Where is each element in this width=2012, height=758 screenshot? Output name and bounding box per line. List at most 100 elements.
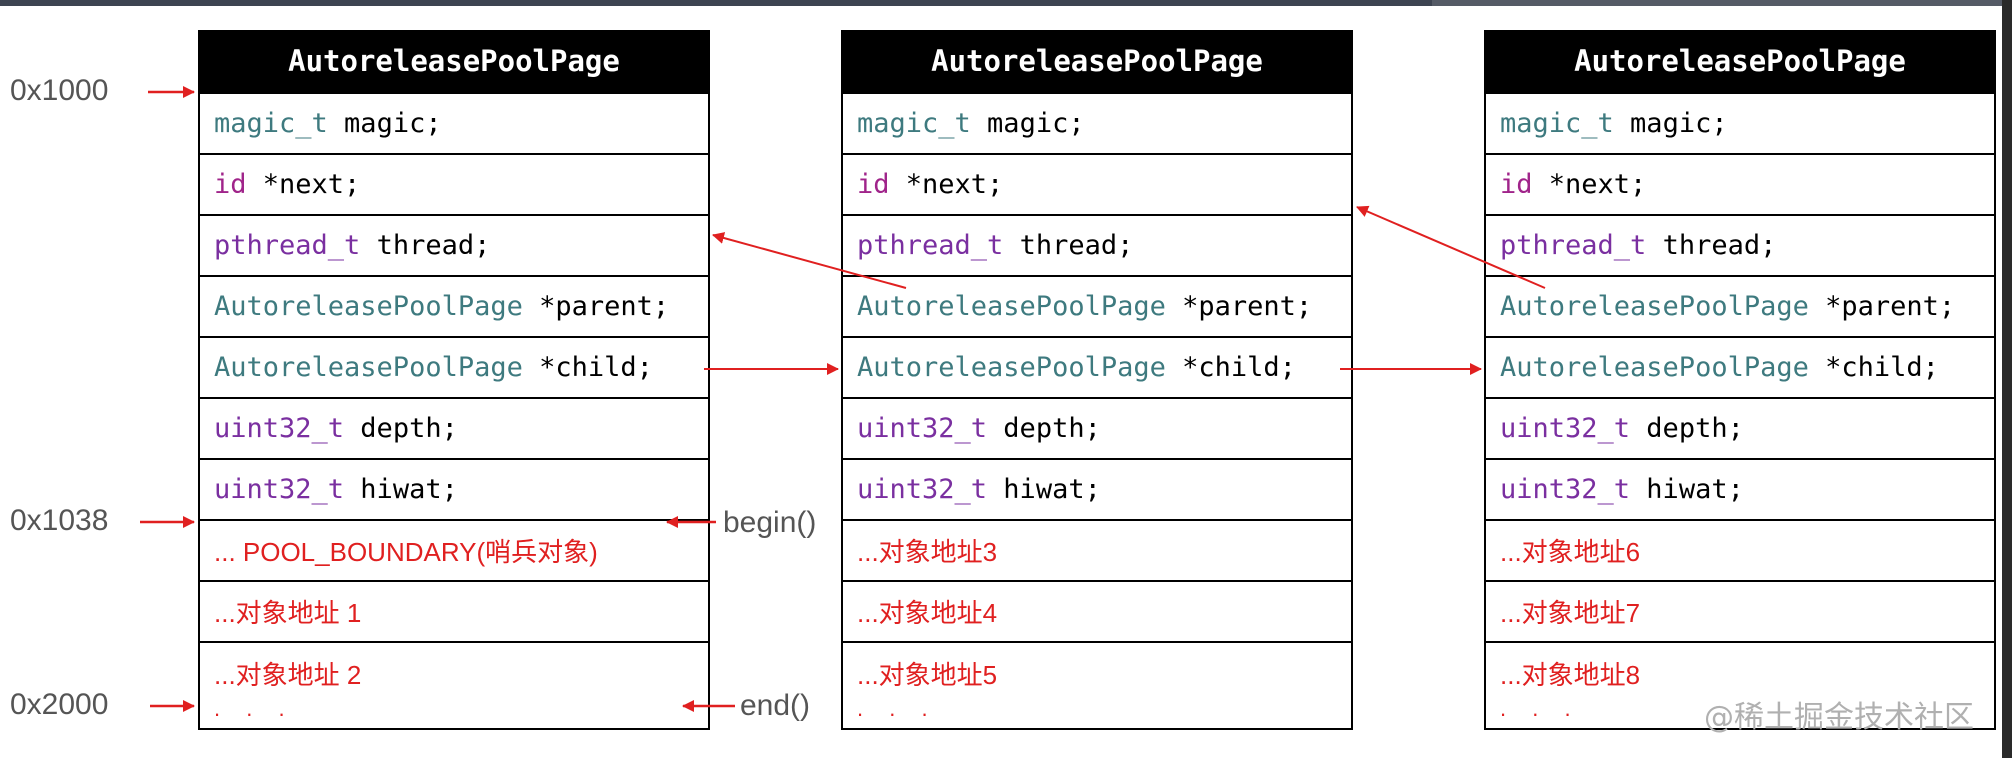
object-slot-2: ...对象地址7 <box>1486 580 1994 641</box>
object-slot-1: ...对象地址6 <box>1486 519 1994 580</box>
field-next: id *next; <box>1486 153 1994 214</box>
object-label: ...对象地址6 <box>1500 537 1641 567</box>
field-type: uint32_t <box>1500 474 1631 505</box>
field-depth: uint32_t depth; <box>200 397 708 458</box>
field-type: pthread_t <box>857 230 1004 261</box>
field-type: id <box>857 169 890 200</box>
end-pointer-label: end() <box>740 689 811 722</box>
parent-arrow-page2-to-page1 <box>712 232 907 289</box>
field-name: *parent; <box>522 291 670 322</box>
field-type: id <box>214 169 247 200</box>
field-name: *child; <box>1165 352 1296 383</box>
object-slot-1: ... POOL_BOUNDARY(哨兵对象) <box>200 519 708 580</box>
field-name: *next; <box>889 169 1004 200</box>
page-title: AutoreleasePoolPage <box>200 30 708 92</box>
object-slot-1: ...对象地址3 <box>843 519 1351 580</box>
field-name: depth; <box>987 413 1101 444</box>
field-type: uint32_t <box>857 413 988 444</box>
field-depth: uint32_t depth; <box>1486 397 1994 458</box>
field-type: uint32_t <box>857 474 988 505</box>
parent-arrow-page3-to-page2 <box>1356 205 1546 289</box>
object-label: ...对象地址4 <box>857 598 998 628</box>
object-slot-3: ...对象地址 2 . . . <box>200 641 708 728</box>
field-parent: AutoreleasePoolPage *parent; <box>200 275 708 336</box>
field-name: hiwat; <box>1630 474 1744 505</box>
field-type: uint32_t <box>214 413 345 444</box>
field-name: hiwat; <box>344 474 458 505</box>
watermark: @稀土掘金技术社区 <box>1704 700 1974 735</box>
field-magic: magic_t magic; <box>1486 92 1994 153</box>
field-type: magic_t <box>1500 108 1614 139</box>
ellipsis: . . . <box>214 696 295 721</box>
field-thread: pthread_t thread; <box>843 214 1351 275</box>
object-label: ...对象地址3 <box>857 537 998 567</box>
field-name: depth; <box>1630 413 1744 444</box>
field-name: magic; <box>970 108 1085 139</box>
object-slot-3: ...对象地址8 . . . <box>1486 641 1994 728</box>
field-name: magic; <box>327 108 442 139</box>
field-depth: uint32_t depth; <box>843 397 1351 458</box>
field-name: *parent; <box>1808 291 1956 322</box>
field-type: magic_t <box>214 108 328 139</box>
begin-pointer-label: begin() <box>723 506 817 539</box>
object-label: ...对象地址 1 <box>214 598 362 628</box>
field-magic: magic_t magic; <box>843 92 1351 153</box>
field-hiwat: uint32_t hiwat; <box>1486 458 1994 519</box>
field-name: *next; <box>246 169 361 200</box>
address-begin-label: 0x1038 <box>10 504 109 537</box>
autorelease-pool-page-1: AutoreleasePoolPage magic_t magic; id *n… <box>198 30 710 730</box>
field-child: AutoreleasePoolPage *child; <box>200 336 708 397</box>
field-type: AutoreleasePoolPage <box>857 352 1166 383</box>
field-hiwat: uint32_t hiwat; <box>200 458 708 519</box>
object-label: ...对象地址7 <box>1500 598 1641 628</box>
field-child: AutoreleasePoolPage *child; <box>843 336 1351 397</box>
ellipsis: . . . <box>857 696 938 721</box>
field-parent: AutoreleasePoolPage *parent; <box>843 275 1351 336</box>
field-type: uint32_t <box>1500 413 1631 444</box>
field-type: magic_t <box>857 108 971 139</box>
field-name: thread; <box>360 230 491 261</box>
object-label: ...对象地址8 <box>1500 660 1641 690</box>
field-name: depth; <box>344 413 458 444</box>
field-magic: magic_t magic; <box>200 92 708 153</box>
field-hiwat: uint32_t hiwat; <box>843 458 1351 519</box>
object-slot-2: ...对象地址4 <box>843 580 1351 641</box>
right-edge-strip <box>2002 0 2012 758</box>
field-thread: pthread_t thread; <box>1486 214 1994 275</box>
autorelease-pool-page-3: AutoreleasePoolPage magic_t magic; id *n… <box>1484 30 1996 730</box>
field-name: *child; <box>522 352 653 383</box>
field-type: pthread_t <box>1500 230 1647 261</box>
object-slot-2: ...对象地址 1 <box>200 580 708 641</box>
autorelease-pool-page-2: AutoreleasePoolPage magic_t magic; id *n… <box>841 30 1353 730</box>
page-title: AutoreleasePoolPage <box>1486 30 1994 92</box>
field-type: AutoreleasePoolPage <box>214 352 523 383</box>
field-type: pthread_t <box>214 230 361 261</box>
address-end-label: 0x2000 <box>10 688 109 721</box>
field-name: hiwat; <box>987 474 1101 505</box>
object-label: ...对象地址 2 <box>214 660 362 690</box>
address-start-label: 0x1000 <box>10 74 109 107</box>
field-name: thread; <box>1003 230 1134 261</box>
ellipsis: . . . <box>1500 696 1581 721</box>
field-type: AutoreleasePoolPage <box>1500 352 1809 383</box>
field-type: AutoreleasePoolPage <box>857 291 1166 322</box>
field-type: AutoreleasePoolPage <box>214 291 523 322</box>
top-bar-right <box>1432 0 2012 6</box>
top-bar <box>0 0 2012 6</box>
object-slot-3: ...对象地址5 . . . <box>843 641 1351 728</box>
field-name: thread; <box>1646 230 1777 261</box>
field-name: *parent; <box>1165 291 1313 322</box>
field-type: AutoreleasePoolPage <box>1500 291 1809 322</box>
field-parent: AutoreleasePoolPage *parent; <box>1486 275 1994 336</box>
field-name: magic; <box>1613 108 1728 139</box>
object-label: ...对象地址5 <box>857 660 998 690</box>
field-thread: pthread_t thread; <box>200 214 708 275</box>
field-child: AutoreleasePoolPage *child; <box>1486 336 1994 397</box>
field-next: id *next; <box>200 153 708 214</box>
field-name: *child; <box>1808 352 1939 383</box>
field-next: id *next; <box>843 153 1351 214</box>
field-type: uint32_t <box>214 474 345 505</box>
field-type: id <box>1500 169 1533 200</box>
